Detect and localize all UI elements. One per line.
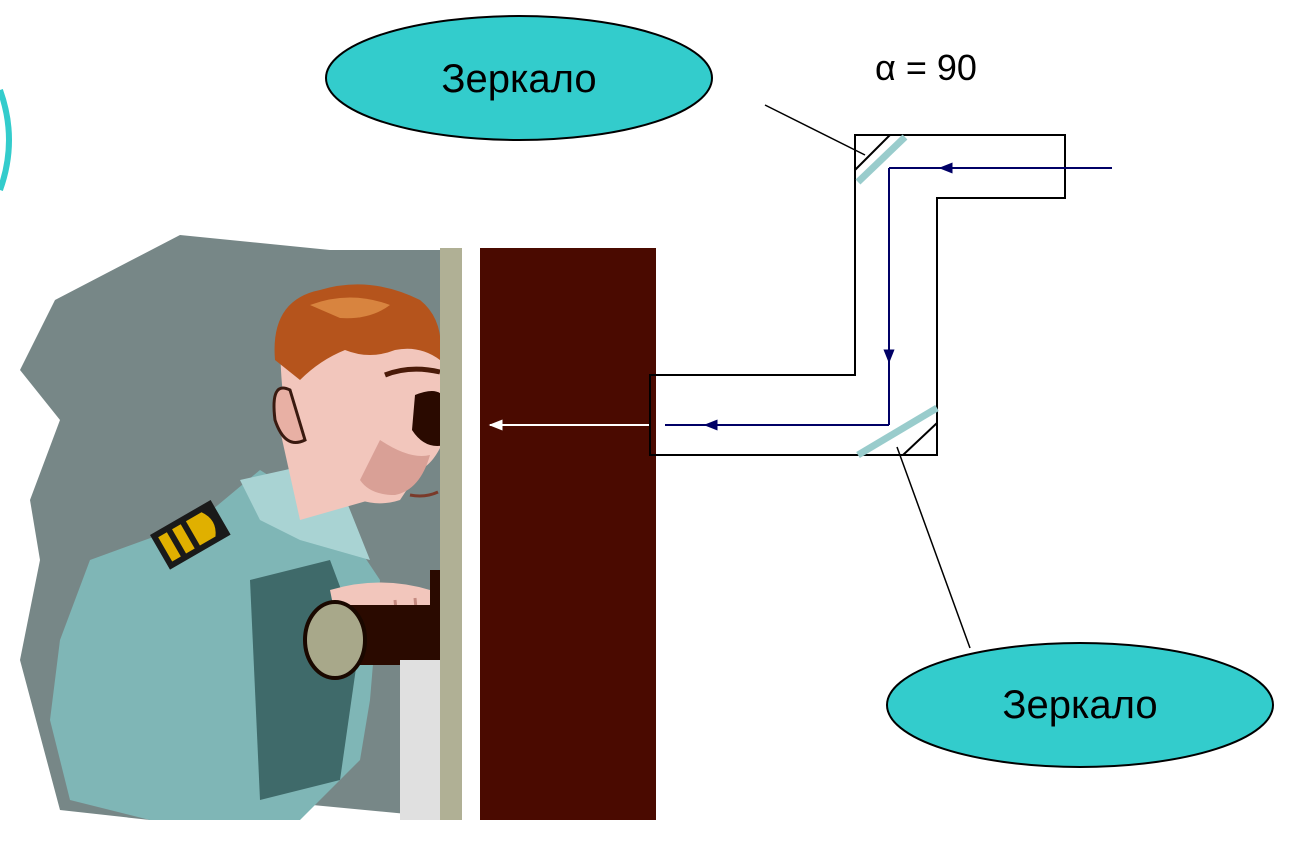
lens-icon: [303, 600, 367, 680]
callout-label-top: Зеркало: [441, 57, 596, 101]
mirror-bottom: [856, 404, 939, 459]
eyebrow: [384, 366, 441, 378]
sailor-clipart: [20, 235, 470, 820]
mirror-top-backing: [854, 134, 891, 171]
angle-label: α = 90: [875, 47, 977, 88]
pole-shadow: [400, 660, 440, 820]
mirror-top: [855, 134, 908, 185]
callout-pointer-top: [764, 104, 866, 156]
wall: [480, 248, 656, 820]
rank-badge-icon: [150, 499, 231, 570]
periscope-pole-white: [462, 248, 480, 820]
mirror-bottom-backing: [902, 422, 938, 456]
edge-arc: [0, 88, 12, 192]
callout-pointer-bottom: [896, 446, 971, 649]
mouth: [409, 490, 439, 498]
face-shadow: [360, 440, 430, 495]
periscope-pole-light: [440, 248, 462, 820]
callout-mirror-top: [325, 15, 713, 141]
hair-highlight: [310, 297, 390, 319]
callout-mirror-bottom: [886, 642, 1274, 768]
periscope-tube-outline: [649, 134, 1066, 456]
hair: [274, 284, 441, 380]
ear: [272, 386, 307, 444]
eye-patch: [412, 391, 445, 446]
callout-label-bottom: Зеркало: [1002, 683, 1157, 727]
